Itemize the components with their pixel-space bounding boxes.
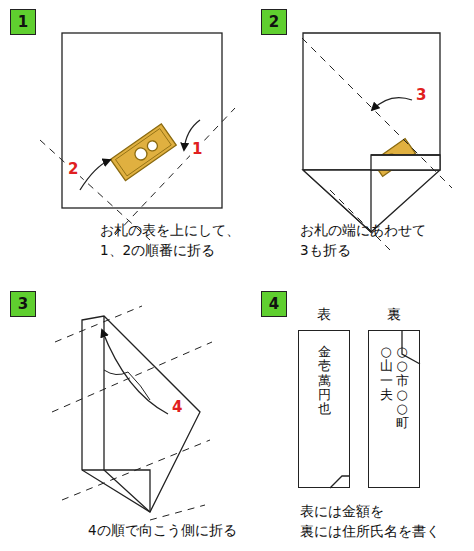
step-caption: お札の表を上にして、 1、2の順番に折る xyxy=(100,221,260,260)
envelope: 裏 ○○市○○町○山一夫 xyxy=(368,306,420,488)
vertical-text: ○山一夫 xyxy=(380,345,393,402)
callout-number: 2 xyxy=(66,160,80,178)
callout-number: 1 xyxy=(190,140,204,158)
step-caption: お札の端にあわせて 3も折る xyxy=(300,221,450,260)
step-number-text: 1 xyxy=(10,9,36,35)
envelope-flap xyxy=(368,330,420,488)
callout-number: 4 xyxy=(170,398,184,416)
envelope: 表金壱萬円也 xyxy=(298,306,350,488)
step-number-text: 2 xyxy=(261,9,287,35)
step-number: 3 xyxy=(10,291,36,317)
envelope-side-label: 表 xyxy=(298,306,350,324)
step-number: 4 xyxy=(261,291,287,317)
vertical-text: ○○市○○町 xyxy=(396,345,409,431)
envelope-body: 金壱萬円也 xyxy=(298,330,350,488)
step-number: 1 xyxy=(10,9,36,35)
step-number: 2 xyxy=(261,9,287,35)
step-caption: 4の順で向こう側に折る xyxy=(88,521,288,541)
step-caption: 表には金額を 裏には住所氏名を書く xyxy=(300,502,455,541)
step-number-text: 3 xyxy=(10,291,36,317)
vertical-text: 金壱萬円也 xyxy=(318,345,331,416)
callout-number: 3 xyxy=(414,86,428,104)
envelope-body: ○○市○○町○山一夫 xyxy=(368,330,420,488)
step-number-text: 4 xyxy=(261,291,287,317)
envelope-side-label: 裏 xyxy=(368,306,420,324)
